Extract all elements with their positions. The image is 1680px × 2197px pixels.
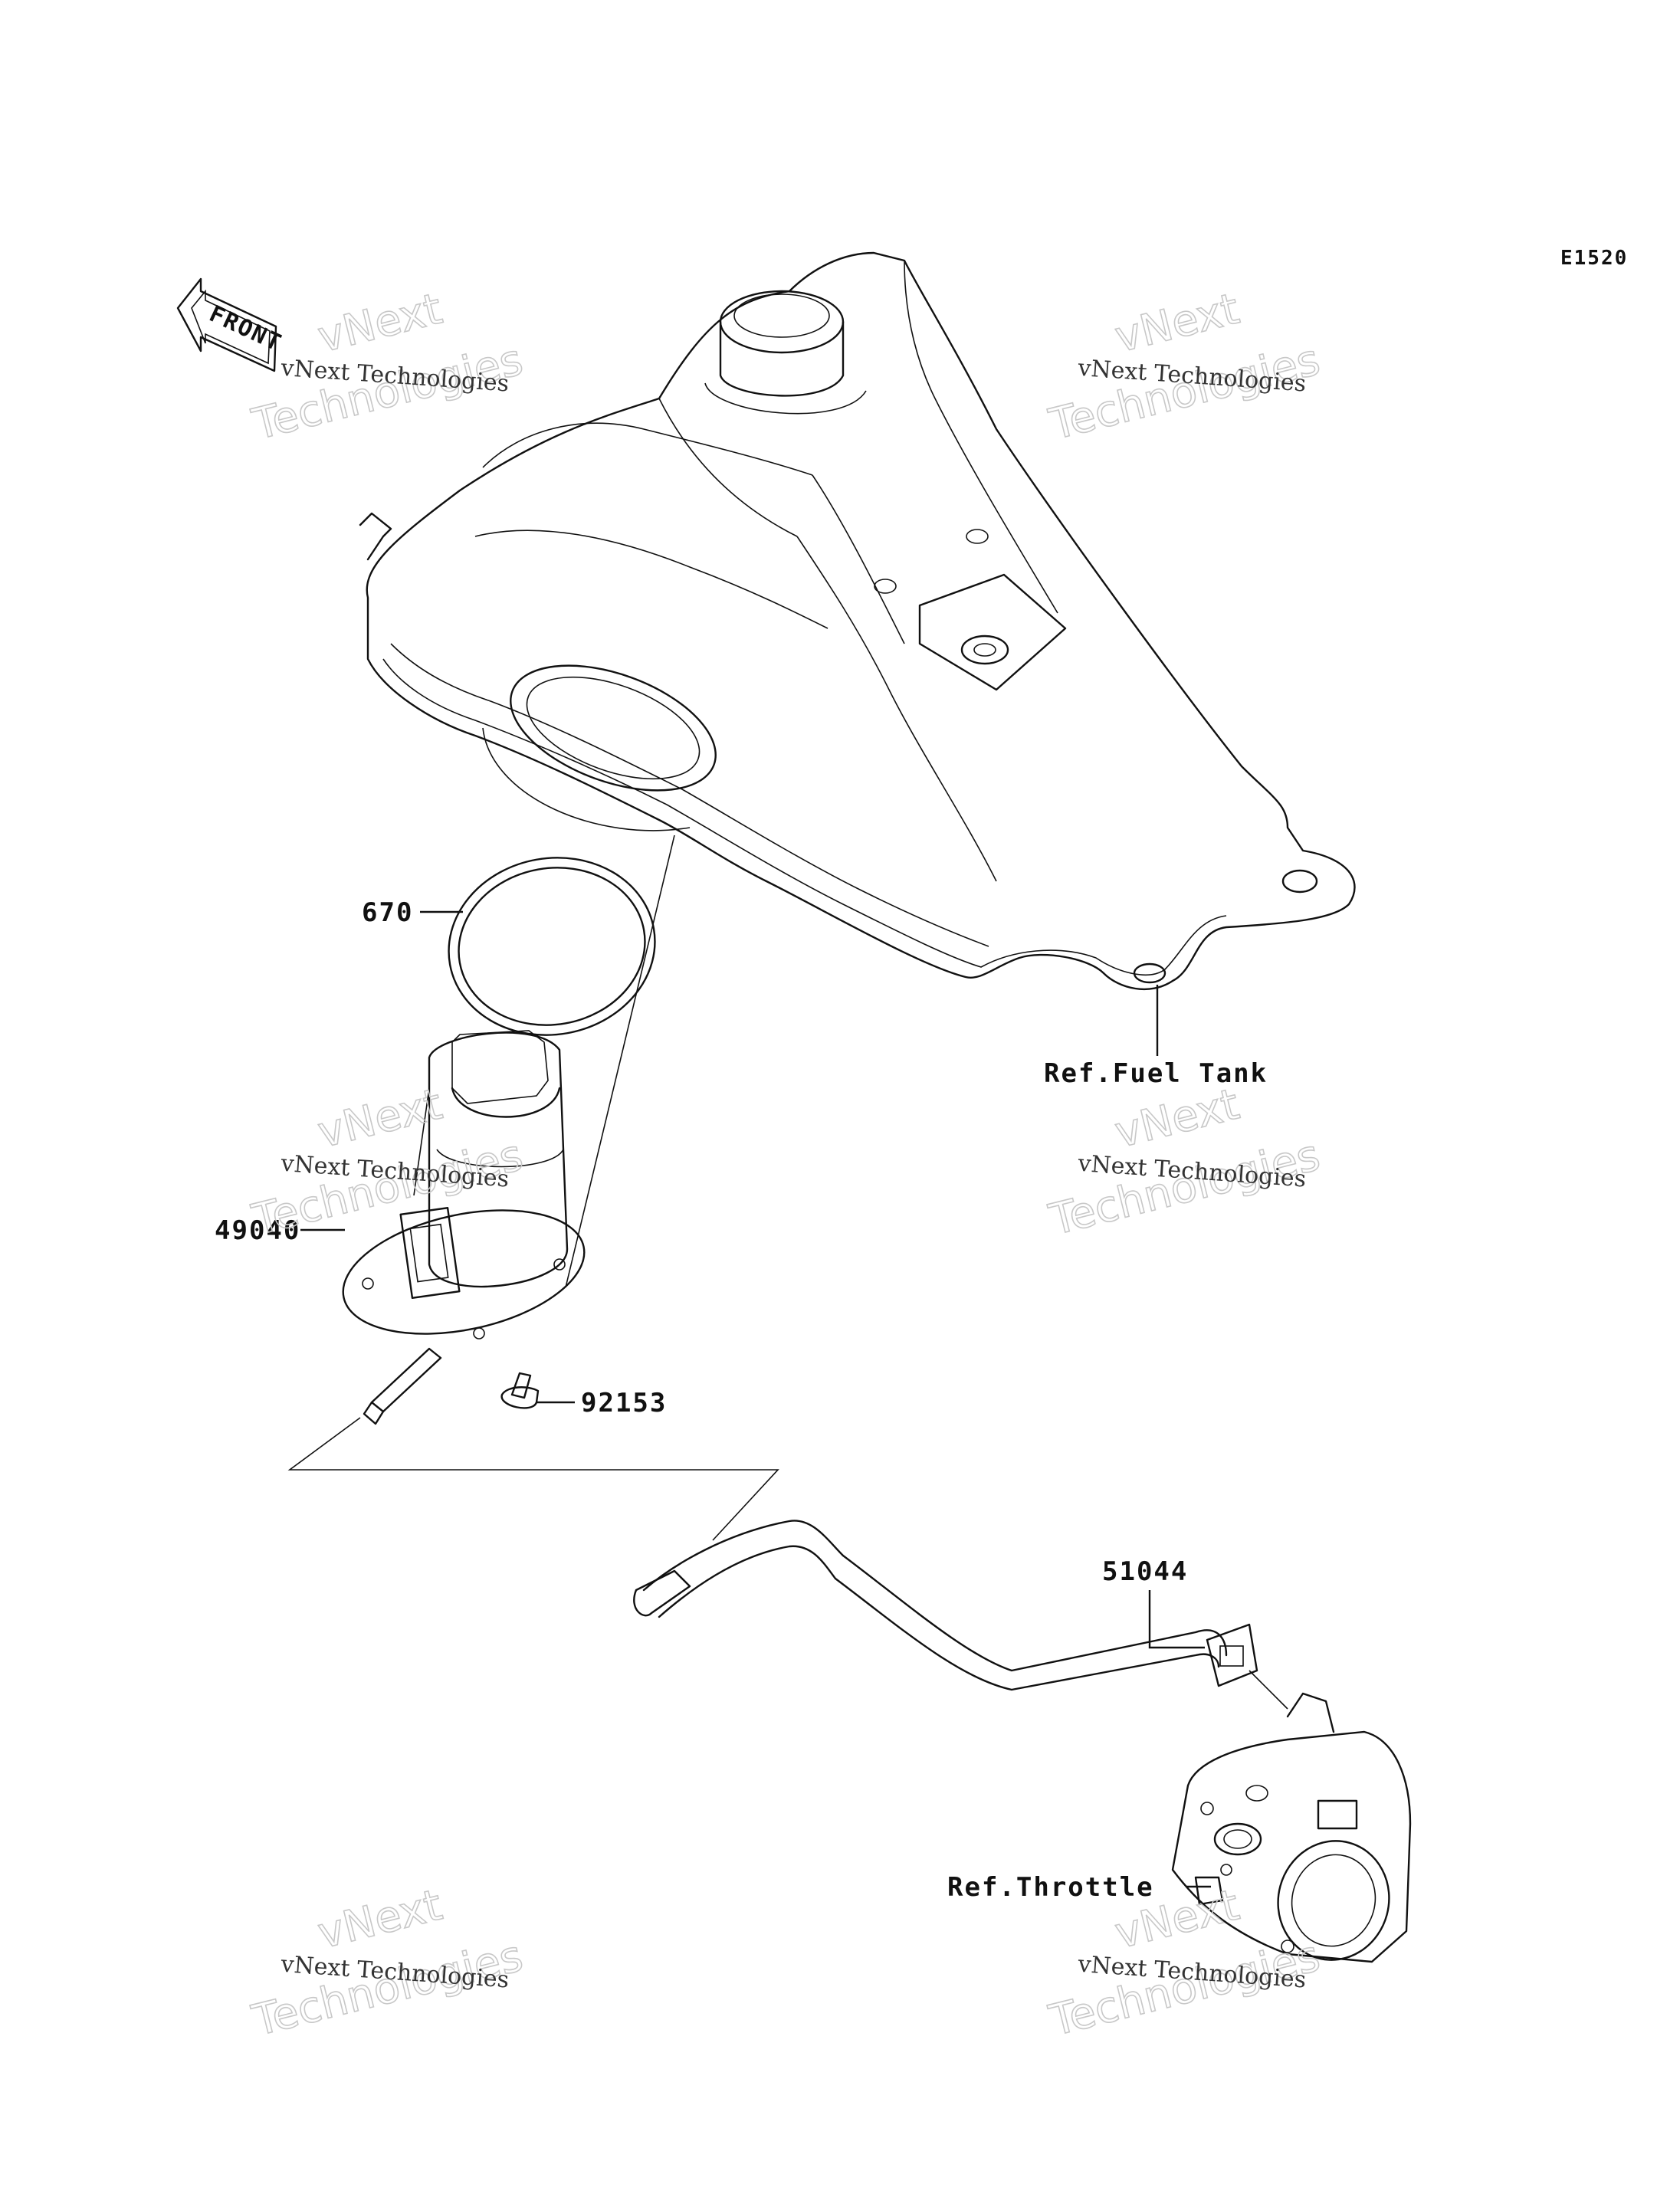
watermark-top: vNext bbox=[1111, 1080, 1244, 1159]
bolt-drawing bbox=[500, 1372, 540, 1409]
watermark-top: vNext bbox=[313, 284, 447, 363]
fuel-tank-drawing bbox=[359, 251, 1356, 991]
watermark-top: vNext bbox=[313, 1881, 447, 1959]
part-number-51044[interactable]: 51044 bbox=[1102, 1556, 1188, 1587]
o-ring-drawing bbox=[448, 857, 656, 1036]
watermark-top: vNext bbox=[313, 1080, 447, 1159]
front-arrow-icon: FRONT bbox=[176, 277, 287, 372]
part-number-670[interactable]: 670 bbox=[362, 897, 413, 928]
watermark-group: vNext Technologies vNext Technologies vN… bbox=[247, 284, 1325, 2047]
leader-lines bbox=[300, 910, 1211, 1888]
fuel-hose-drawing bbox=[633, 1520, 1258, 1691]
ref-throttle-label[interactable]: Ref.Throttle bbox=[947, 1872, 1154, 1903]
fuel-pump-drawing bbox=[342, 1030, 586, 1425]
assembly-guide-line bbox=[565, 835, 675, 1288]
part-number-92153[interactable]: 92153 bbox=[581, 1388, 667, 1418]
ref-fuel-tank-label[interactable]: Ref.Fuel Tank bbox=[1044, 1058, 1268, 1089]
watermark-top: vNext bbox=[1111, 284, 1244, 363]
part-number-49040[interactable]: 49040 bbox=[215, 1215, 300, 1246]
hose-route-line bbox=[287, 1417, 779, 1541]
throttle-body-drawing bbox=[1171, 1670, 1412, 1963]
diagram-code: E1520 bbox=[1560, 247, 1628, 270]
front-label: FRONT bbox=[205, 300, 287, 357]
